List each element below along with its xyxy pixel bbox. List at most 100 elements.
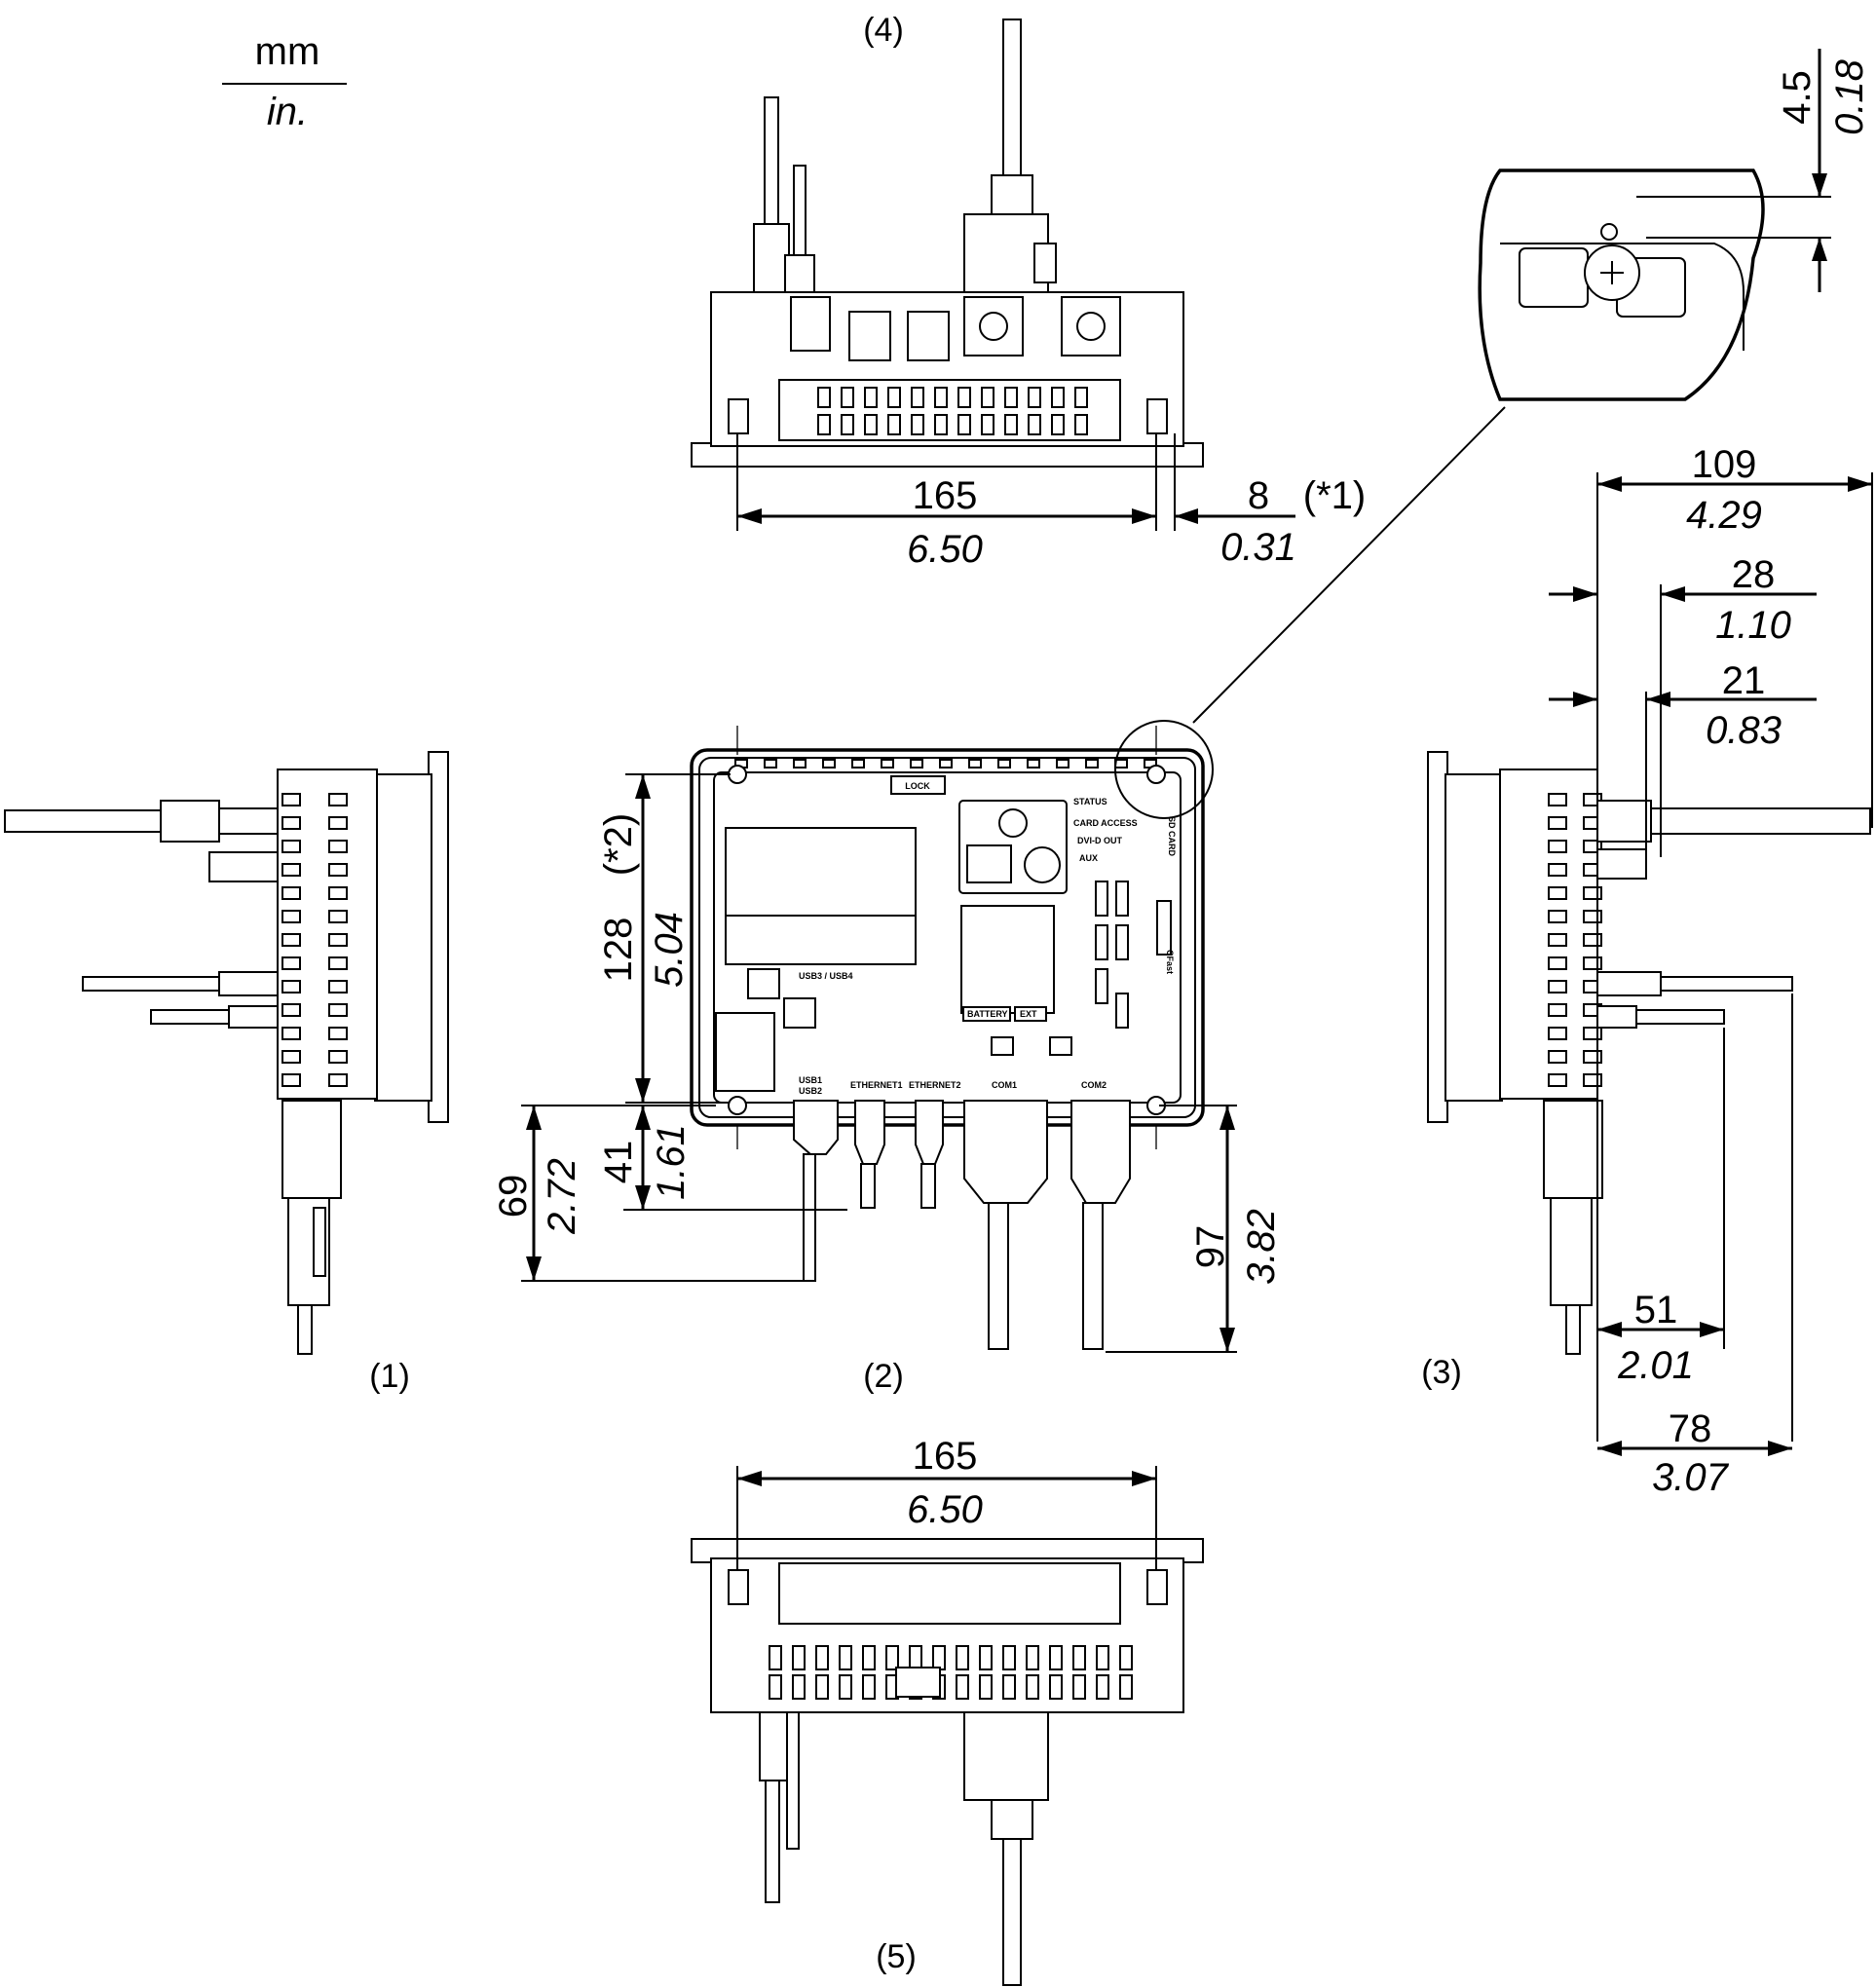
dim-21-mm: 21 (1722, 659, 1766, 702)
vent-slot (1004, 414, 1018, 435)
dvi-out-label: DVI-D OUT (1077, 836, 1123, 845)
vent-slot (281, 793, 301, 806)
rear-bezel (690, 748, 1205, 1127)
right-side-view: (3) 109 4.29 28 1.10 (1421, 443, 1873, 1499)
vent-slot (792, 1674, 806, 1700)
vent-slot (1548, 1073, 1567, 1087)
vent-slot (1548, 910, 1567, 923)
vent-slot (1051, 387, 1065, 408)
dim-69-in: 2.72 (541, 1158, 583, 1235)
dim-51-in: 2.01 (1617, 1344, 1694, 1387)
battery-label: BATTERY (967, 1009, 1008, 1019)
aux-port (1024, 846, 1061, 883)
vent-slot (939, 759, 953, 769)
view-label-5: (5) (876, 1938, 917, 1975)
ethernet2-label: ETHERNET2 (909, 1080, 961, 1090)
rear-vents (734, 759, 1157, 769)
dim-165-in-top: 6.50 (907, 528, 983, 571)
rear-small-slots (991, 881, 1129, 1056)
vent-slot (328, 1003, 348, 1017)
dim-8-mm: 8 (1248, 474, 1269, 517)
dim-note-1: (*1) (1303, 474, 1366, 517)
vent-slot (1049, 1674, 1063, 1700)
dim-41-mm: 41 (597, 1141, 640, 1184)
vent-slot (957, 387, 971, 408)
detail-view: 4.5 0.18 (1192, 49, 1871, 724)
dim-8-in: 0.31 (1220, 526, 1296, 569)
vent-slot (328, 910, 348, 923)
cfast-label: CFast (1165, 950, 1175, 974)
usb1-port (715, 1012, 775, 1092)
dim-note-2: (*2) (597, 813, 640, 876)
vent-slot (281, 933, 301, 947)
dim-28-in: 1.10 (1715, 604, 1791, 647)
vent-slot (979, 1645, 993, 1670)
vent-slot (1072, 1674, 1086, 1700)
vent-slot (822, 759, 836, 769)
dim-165-mm-bottom: 165 (913, 1435, 978, 1478)
vent-slot (1583, 886, 1602, 900)
vent-slot (862, 1645, 876, 1670)
vent-slot (1583, 1073, 1602, 1087)
vent-slot (851, 759, 865, 769)
vent-slot (887, 387, 901, 408)
dim-165-mm-top: 165 (913, 474, 978, 517)
vent-slot (1583, 956, 1602, 970)
vent-slot (764, 759, 777, 769)
vent-slot (281, 1073, 301, 1087)
vent-slot (1548, 816, 1567, 830)
vent-slot (328, 933, 348, 947)
vent-slot (1548, 1003, 1567, 1017)
rear-view: (2) LOCK STATUS CARD ACCESS DVI-D OUT AU… (492, 720, 1283, 1395)
vent-slot (1583, 910, 1602, 923)
top-cable-strain (991, 174, 1033, 215)
unit-in: in. (267, 91, 308, 133)
vent-slot (968, 759, 982, 769)
vent-slot (328, 863, 348, 877)
vent-slot (881, 759, 894, 769)
vent-slot (956, 1645, 969, 1670)
aux-label: AUX (1079, 853, 1098, 863)
vent-slot (885, 1645, 899, 1670)
vent-slot (281, 840, 301, 853)
vent-slot (1119, 1645, 1133, 1670)
vent-slot (817, 414, 831, 435)
vent-slot (281, 980, 301, 994)
vent-slot (1085, 759, 1099, 769)
rear-label-area (725, 827, 917, 965)
vent-slot (1096, 1674, 1109, 1700)
dvi-port-block (958, 800, 1068, 894)
vent-slot (997, 759, 1011, 769)
vent-slot (281, 1050, 301, 1064)
right-front-frame (1445, 773, 1503, 1102)
dim-78-mm: 78 (1669, 1407, 1712, 1450)
vent-slot (815, 1645, 829, 1670)
vent-slot (841, 414, 854, 435)
vent-slot (934, 414, 948, 435)
dim-51-mm: 51 (1634, 1289, 1678, 1331)
vent-slot (981, 414, 994, 435)
card-access-label: CARD ACCESS (1073, 818, 1138, 828)
vent-slot (281, 863, 301, 877)
left-vents (281, 793, 348, 1087)
vent-slot (769, 1645, 782, 1670)
vent-slot (328, 840, 348, 853)
dim-165-in-bottom: 6.50 (907, 1488, 983, 1531)
ethernet1-label: ETHERNET1 (850, 1080, 903, 1090)
vent-slot (1004, 387, 1018, 408)
vent-slot (1027, 759, 1040, 769)
vent-slot (1074, 387, 1088, 408)
bottom-latches (728, 1569, 1168, 1605)
vent-slot (281, 1003, 301, 1017)
vent-slot (1002, 1674, 1016, 1700)
ext-label: EXT (1020, 1009, 1037, 1019)
detail-outline (1478, 169, 1765, 401)
vent-slot (911, 414, 924, 435)
dim-97-mm: 97 (1189, 1225, 1232, 1269)
vent-slot (979, 1674, 993, 1700)
vent-slot (281, 816, 301, 830)
dim-0-18-in: 0.18 (1828, 58, 1871, 135)
vent-slot (1548, 1027, 1567, 1040)
com2-label: COM2 (1081, 1080, 1107, 1090)
